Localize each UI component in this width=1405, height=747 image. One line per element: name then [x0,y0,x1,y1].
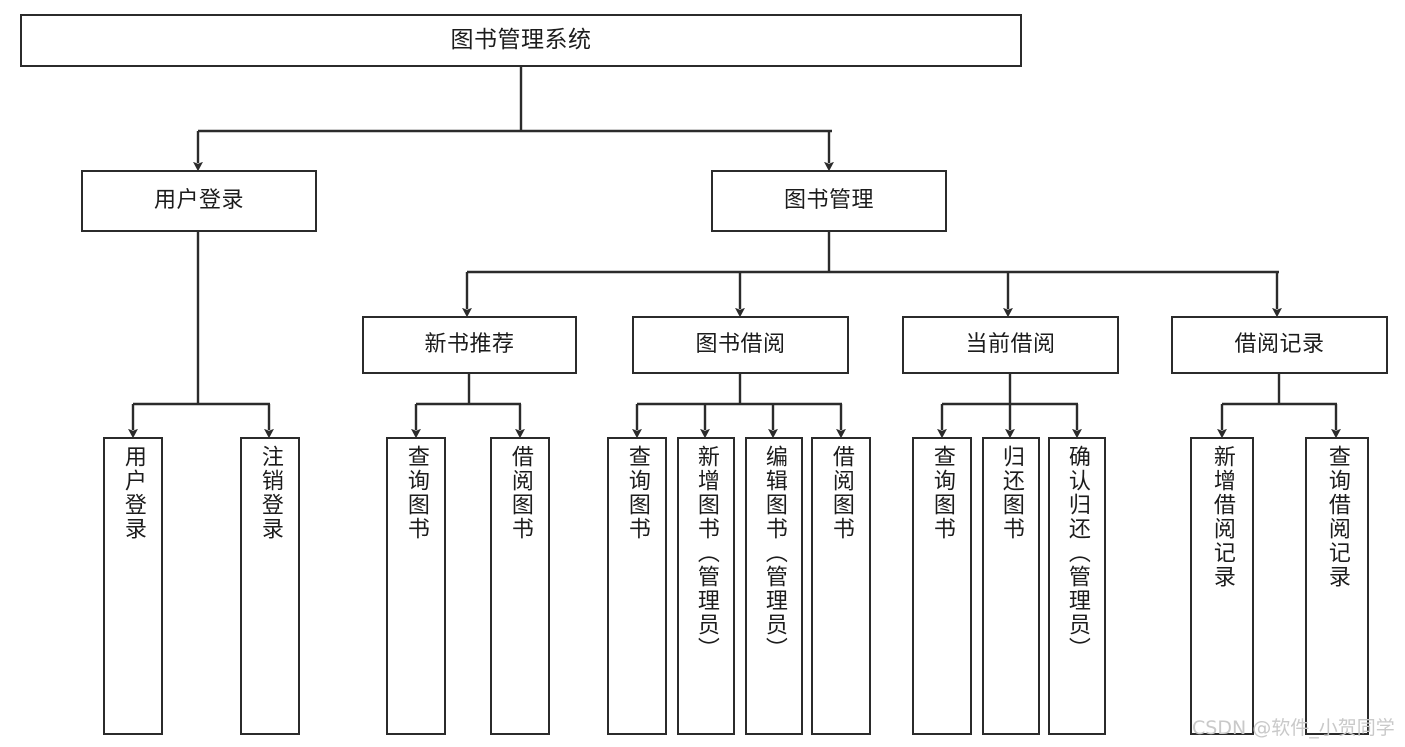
node-book-management[interactable]: 图书管理 [711,170,947,232]
leaf-query-book-recommend[interactable]: 查询图书 [386,437,446,735]
node-label: 查询图书 [624,445,650,541]
csdn-watermark: CSDN @软件_小贺同学 [1192,717,1395,739]
node-user-login[interactable]: 用户登录 [81,170,317,232]
node-label: 确认归还（管理员） [1064,445,1090,661]
leaf-query-book-current[interactable]: 查询图书 [912,437,972,735]
node-label: 新增借阅记录 [1209,445,1235,589]
leaf-logout-login[interactable]: 注销登录 [240,437,300,735]
node-label: 注销登录 [257,445,283,541]
node-label: 查询图书 [403,445,429,541]
leaf-borrow-book-borrow[interactable]: 借阅图书 [811,437,871,735]
node-label: 编辑图书（管理员） [761,445,787,661]
node-label: 借阅图书 [507,445,533,541]
leaf-return-book[interactable]: 归还图书 [982,437,1040,735]
leaf-confirm-return[interactable]: 确认归还（管理员） [1048,437,1106,735]
node-book-borrow[interactable]: 图书借阅 [632,316,849,374]
node-label: 图书管理 [783,188,874,214]
node-label: 用户登录 [153,188,244,214]
leaf-borrow-book-recommend[interactable]: 借阅图书 [490,437,550,735]
node-label: 借阅记录 [1234,332,1325,358]
node-label: 查询借阅记录 [1324,445,1350,589]
leaf-query-book-borrow[interactable]: 查询图书 [607,437,667,735]
leaf-query-borrow-record[interactable]: 查询借阅记录 [1305,437,1369,735]
node-label: 新书推荐 [424,332,515,358]
leaf-user-login[interactable]: 用户登录 [103,437,163,735]
node-label: 归还图书 [998,445,1024,541]
leaf-add-borrow-record[interactable]: 新增借阅记录 [1190,437,1254,735]
node-borrow-record[interactable]: 借阅记录 [1171,316,1388,374]
node-label: 新增图书（管理员） [693,445,719,661]
node-label: 当前借阅 [965,332,1056,358]
node-label: 图书借阅 [695,332,786,358]
leaf-add-book[interactable]: 新增图书（管理员） [677,437,735,735]
node-new-book-recommend[interactable]: 新书推荐 [362,316,577,374]
node-label: 查询图书 [929,445,955,541]
node-book-management-system[interactable]: 图书管理系统 [20,14,1022,67]
leaf-edit-book[interactable]: 编辑图书（管理员） [745,437,803,735]
node-current-borrow[interactable]: 当前借阅 [902,316,1119,374]
node-label: 图书管理系统 [450,26,592,53]
node-label: 用户登录 [120,445,146,541]
node-label: 借阅图书 [828,445,854,541]
